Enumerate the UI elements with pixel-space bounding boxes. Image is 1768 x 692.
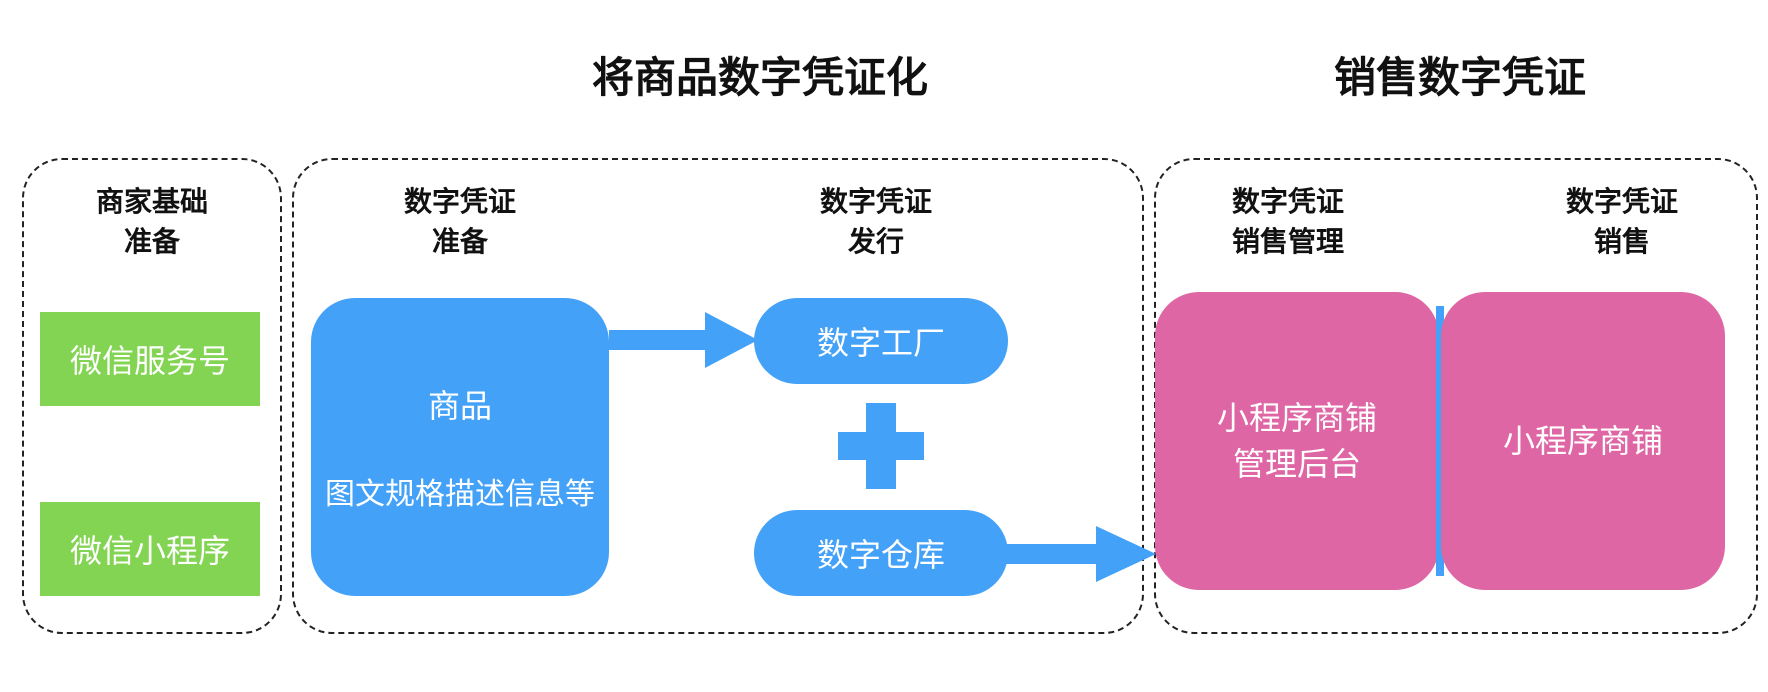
panel-digitize xyxy=(292,158,1144,634)
wechat-service-account-box: 微信服务号 xyxy=(40,312,260,406)
title-sell-vouchers: 销售数字凭证 xyxy=(1333,53,1586,102)
goods-subtitle: 图文规格描述信息等 xyxy=(325,477,595,512)
mini-store-box: 小程序商铺 xyxy=(1441,292,1725,590)
heading-voucher-prep: 数字凭证 准备 xyxy=(403,185,516,258)
title-digitize-goods: 将商品数字凭证化 xyxy=(591,53,928,102)
mini-store-admin-box: 小程序商铺 管理后台 xyxy=(1155,292,1439,590)
heading-voucher-sales: 数字凭证 销售 xyxy=(1565,185,1678,258)
wechat-mini-program-box: 微信小程序 xyxy=(40,502,260,596)
heading-merchant-prep: 商家基础 准备 xyxy=(95,185,208,258)
arrow-goods-to-factory xyxy=(609,312,758,368)
heading-voucher-sales-mgmt: 数字凭证 销售管理 xyxy=(1231,185,1344,258)
arrow-warehouse-to-sales xyxy=(1004,526,1156,582)
digital-warehouse-box: 数字仓库 xyxy=(754,510,1008,596)
plus-icon xyxy=(838,403,924,489)
panel-merchant-prep xyxy=(22,158,282,634)
goods-title: 商品 xyxy=(427,387,492,425)
digital-factory-box: 数字工厂 xyxy=(754,298,1008,384)
goods-box: 商品 图文规格描述信息等 xyxy=(311,298,609,596)
sales-divider xyxy=(1436,306,1444,576)
heading-voucher-issue: 数字凭证 发行 xyxy=(819,185,932,258)
